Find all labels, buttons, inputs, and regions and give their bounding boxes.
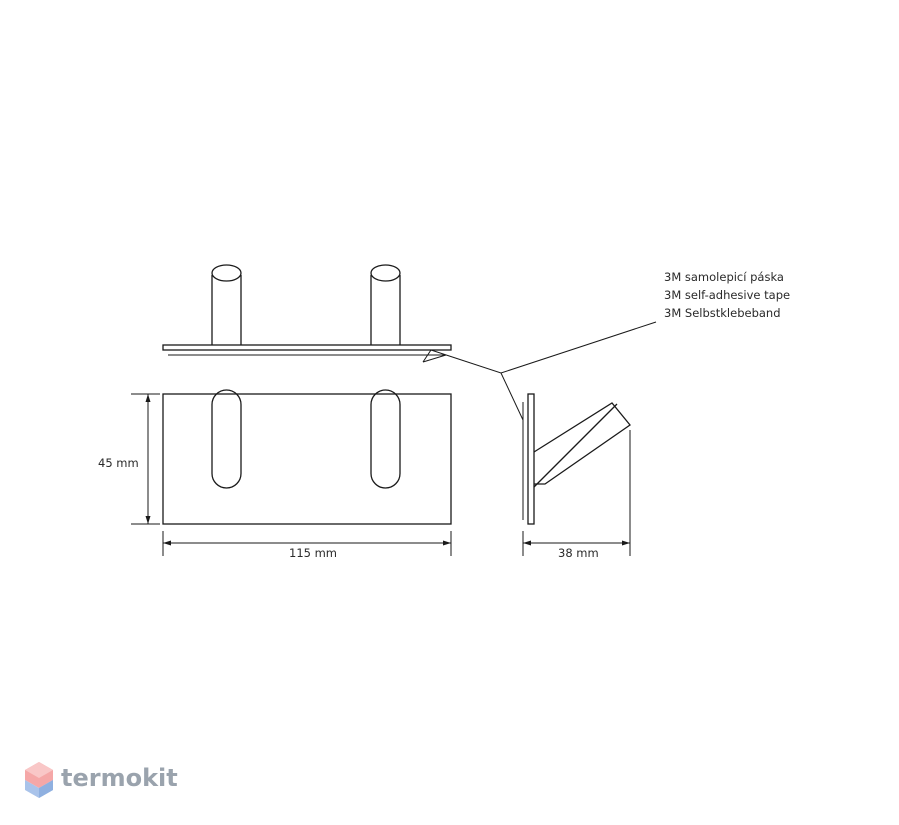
height-dimension-label: 45 mm bbox=[98, 456, 139, 470]
brand-logo-text: termokit bbox=[61, 764, 178, 792]
hexagon-cube-icon bbox=[25, 762, 53, 798]
depth-dimension-label: 38 mm bbox=[558, 546, 599, 560]
front-view-slot-right bbox=[370, 389, 401, 489]
depth-dimension: 38 mm bbox=[522, 430, 631, 560]
front-view bbox=[162, 389, 452, 525]
front-view-slot-left bbox=[211, 389, 242, 489]
top-view bbox=[162, 264, 452, 363]
top-view-peg-left bbox=[211, 264, 242, 345]
height-dimension: 45 mm bbox=[98, 393, 160, 525]
side-view bbox=[522, 393, 631, 525]
callout-text-de: 3M Selbstklebeband bbox=[664, 306, 781, 320]
top-view-base-plate bbox=[162, 344, 452, 351]
callout-leader bbox=[422, 321, 657, 421]
side-view-plate bbox=[527, 393, 535, 525]
width-dimension: 115 mm bbox=[162, 531, 452, 560]
callout-text-en: 3M self-adhesive tape bbox=[664, 288, 790, 302]
front-view-plate bbox=[162, 393, 452, 525]
side-view-hook-arm bbox=[533, 402, 631, 485]
top-view-peg-right bbox=[370, 264, 401, 345]
width-dimension-label: 115 mm bbox=[289, 546, 337, 560]
callout-text-cz: 3M samolepicí páska bbox=[664, 270, 784, 284]
